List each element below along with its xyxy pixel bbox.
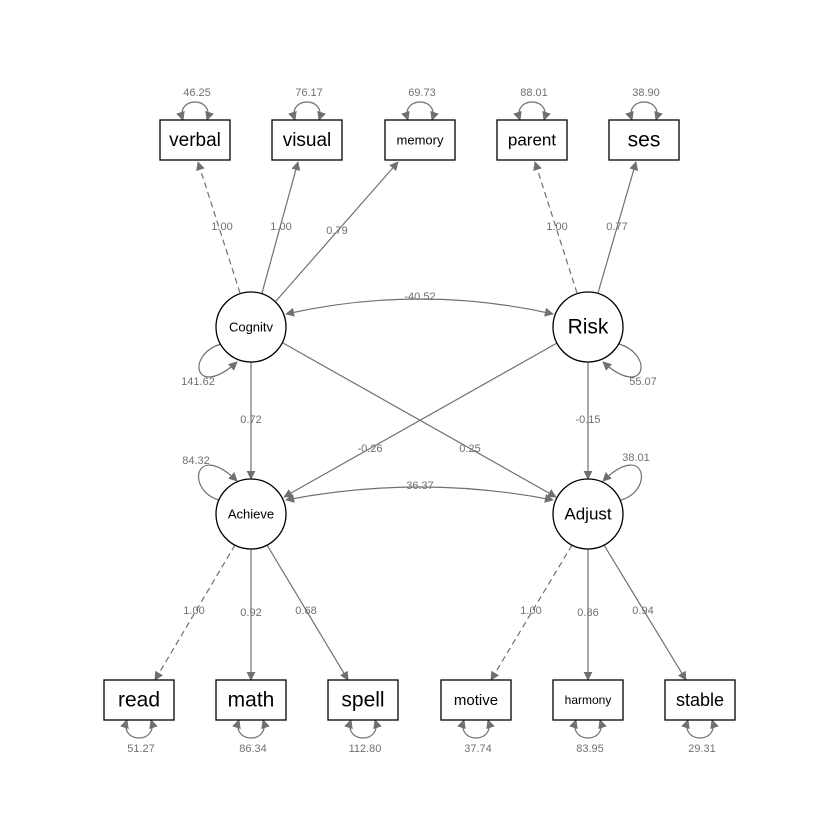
observed-visual-label: visual (283, 130, 332, 151)
residual-loop-memory (401, 101, 439, 121)
label-cov-achieve-adjust: 36.37 (406, 480, 434, 492)
var-adjust: 38.01 (622, 452, 650, 464)
latent-adjust[interactable] (552, 478, 624, 550)
loop-cognitv (198, 343, 238, 378)
edges (154, 161, 687, 681)
edge-cognitv-visual (261, 161, 301, 294)
observed-nodes: verbal visual memory parent ses read math spell… (103, 119, 736, 721)
latent-risk[interactable] (552, 291, 624, 363)
observed-memory[interactable] (384, 119, 456, 161)
latent-nodes: Cognitv Risk Achieve Adjust (215, 291, 624, 550)
observed-ses[interactable] (608, 119, 680, 161)
observed-memory-label: memory (397, 132, 444, 147)
edge-risk-ses (597, 161, 639, 294)
observed-read[interactable] (103, 679, 175, 721)
label-adjust-stable: 0.94 (632, 605, 653, 617)
var-parent: 88.01 (520, 87, 548, 99)
edge-achieve-spell (266, 544, 349, 681)
residual-loop-read (120, 719, 158, 739)
latent-achieve-label: Achieve (228, 506, 274, 521)
residual-loop-ses (625, 101, 663, 121)
loop-adjust (602, 464, 642, 501)
var-stable: 29.31 (688, 743, 716, 755)
observed-spell[interactable] (327, 679, 399, 721)
residual-loop-stable (681, 719, 719, 739)
observed-ses-label: ses (628, 129, 661, 152)
label-risk-adjust: -0.15 (575, 414, 600, 426)
observed-motive-label: motive (454, 692, 498, 709)
observed-motive[interactable] (440, 679, 512, 721)
label-cov-cognitv-risk: -40.52 (404, 291, 435, 303)
var-memory: 69.73 (408, 87, 436, 99)
observed-parent-label: parent (508, 130, 556, 149)
observed-verbal-label: verbal (169, 130, 221, 151)
var-ses: 38.90 (632, 87, 660, 99)
label-cognitv-visual: 1.00 (270, 221, 291, 233)
label-cognitv-memory: 0.79 (326, 225, 347, 237)
var-achieve: 84.32 (182, 455, 210, 467)
label-cognitv-verbal: 1.00 (211, 221, 232, 233)
observed-math[interactable] (215, 679, 287, 721)
edge-adjust-stable (603, 544, 687, 681)
observed-verbal[interactable] (159, 119, 231, 161)
observed-spell-label: spell (341, 689, 384, 712)
var-spell: 112.80 (349, 743, 382, 755)
label-achieve-read: 1.00 (183, 605, 204, 617)
observed-read-label: read (118, 689, 160, 712)
label-risk-parent: 1.00 (546, 221, 567, 233)
edge-labels: 1.00 1.00 0.79 1.00 0.77 -40.52 0.72 0.2… (181, 221, 657, 619)
residual-loops: 46.25 76.17 69.73 88.01 38.90 51.27 86.34 112.8… (120, 87, 719, 755)
var-math: 86.34 (239, 743, 267, 755)
latent-cognitv-label: Cognitv (229, 319, 274, 334)
label-risk-ses: 0.77 (606, 221, 627, 233)
var-verbal: 46.25 (183, 87, 211, 99)
loop-risk (602, 343, 642, 378)
loop-achieve (198, 464, 238, 501)
var-visual: 76.17 (295, 87, 323, 99)
edge-cognitv-verbal (196, 161, 241, 294)
cov-achieve-adjust (285, 486, 554, 503)
var-risk: 55.07 (629, 376, 657, 388)
edge-risk-achieve (283, 342, 558, 498)
edge-cognitv-memory (275, 161, 399, 302)
cov-cognitv-risk (285, 298, 554, 317)
observed-harmony[interactable] (552, 679, 624, 721)
residual-loop-verbal (176, 101, 214, 121)
latent-adjust-label: Adjust (564, 504, 612, 523)
edge-risk-parent (533, 161, 578, 294)
latent-cognitv[interactable] (215, 291, 287, 363)
var-harmony: 83.95 (576, 743, 604, 755)
residual-loop-spell (344, 719, 382, 739)
label-adjust-harmony: 0.86 (577, 607, 598, 619)
var-read: 51.27 (127, 743, 155, 755)
observed-stable-label: stable (676, 690, 724, 710)
var-motive: 37.74 (464, 743, 492, 755)
residual-loop-harmony (569, 719, 607, 739)
residual-loop-parent (513, 101, 551, 121)
residual-loop-math (232, 719, 270, 739)
observed-visual[interactable] (271, 119, 343, 161)
label-adjust-motive: 1.00 (520, 605, 541, 617)
edge-adjust-motive (490, 544, 573, 681)
observed-math-label: math (228, 689, 275, 712)
observed-stable[interactable] (664, 679, 736, 721)
var-cognitv: 141.62 (181, 376, 215, 388)
latent-risk-label: Risk (568, 316, 609, 339)
edge-achieve-read (154, 544, 236, 681)
observed-parent[interactable] (496, 119, 568, 161)
latent-achieve[interactable] (215, 478, 287, 550)
label-cognitv-achieve: 0.72 (240, 414, 261, 426)
residual-loop-motive (457, 719, 495, 739)
label-achieve-math: 0.92 (240, 607, 261, 619)
label-achieve-spell: 0.68 (295, 605, 316, 617)
label-cognitv-adjust: 0.25 (459, 443, 480, 455)
residual-loop-visual (288, 101, 326, 121)
label-risk-achieve: -0.26 (357, 443, 382, 455)
observed-harmony-label: harmony (565, 693, 612, 707)
